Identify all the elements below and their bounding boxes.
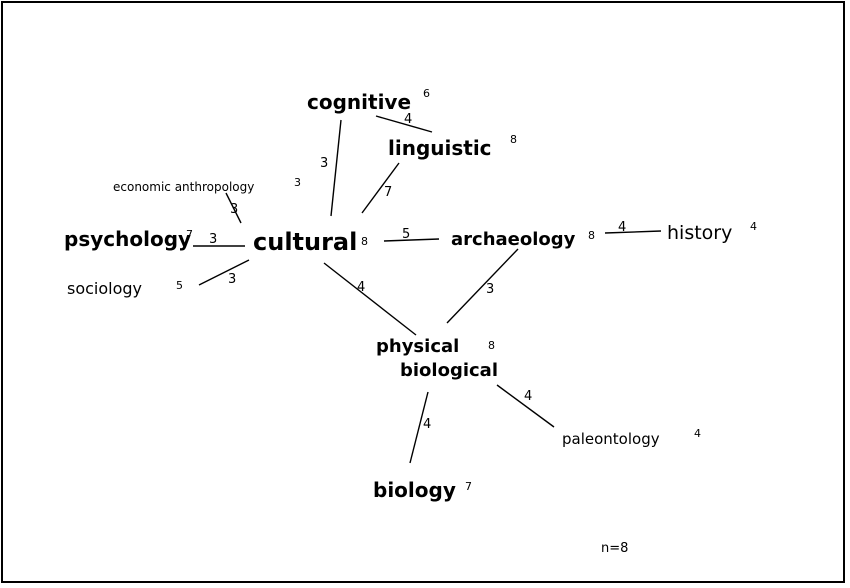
edge-physical-biology [409,391,429,464]
node-archaeology: archaeology [451,229,576,250]
node-paleontology: paleontology [562,430,660,448]
node-cognitive: cognitive [307,90,411,114]
weight-cultural-physical: 4 [357,280,365,295]
edge-cultural-physical [323,262,417,336]
weight-psychology-cultural: 3 [209,232,217,247]
weight-sociology-cultural: 3 [228,272,236,287]
edge-cognitive-cultural [330,119,342,217]
edge-economic-cultural [225,192,242,224]
weight-cultural-archaeology: 5 [402,227,410,242]
node-psychology: psychology [64,227,191,251]
count-linguistic: 8 [510,133,517,146]
node-cultural: cultural [253,228,357,256]
node-economic-anthropology: economic anthropology [113,180,254,194]
weight-physical-paleontology: 4 [524,389,532,404]
weight-archaeology-history: 4 [618,220,626,235]
weight-cognitive-linguistic: 4 [404,112,412,127]
weight-archaeology-physical: 3 [486,282,494,297]
count-sociology: 5 [176,279,183,292]
count-archaeology: 8 [588,229,595,242]
weight-economic-cultural: 3 [230,202,238,217]
edge-archaeology-history [604,230,662,234]
count-economic-anthropology: 3 [294,176,301,189]
weight-linguistic-cultural: 7 [384,185,392,200]
node-history: history [667,222,732,244]
count-paleontology: 4 [694,427,701,440]
edge-archaeology-physical [446,248,519,324]
node-biological: biological [400,360,498,381]
node-physical: physical [376,336,459,357]
count-history: 4 [750,220,757,233]
sample-size-note: n=8 [601,541,628,556]
weight-cognitive-cultural: 3 [320,156,328,171]
node-sociology: sociology [67,279,142,298]
count-psychology: 7 [186,228,193,241]
edge-cognitive-linguistic [375,115,433,133]
edge-sociology-cultural [198,259,250,286]
node-linguistic: linguistic [388,136,492,160]
weight-physical-biology: 4 [423,417,431,432]
count-cognitive: 6 [423,87,430,100]
count-physical-biological: 8 [488,339,495,352]
edge-linguistic-cultural [361,162,400,214]
edge-cultural-archaeology [383,238,440,242]
count-cultural: 8 [361,235,368,248]
node-biology: biology [373,478,456,502]
count-biology: 7 [465,480,472,493]
edge-physical-paleontology [496,384,555,428]
